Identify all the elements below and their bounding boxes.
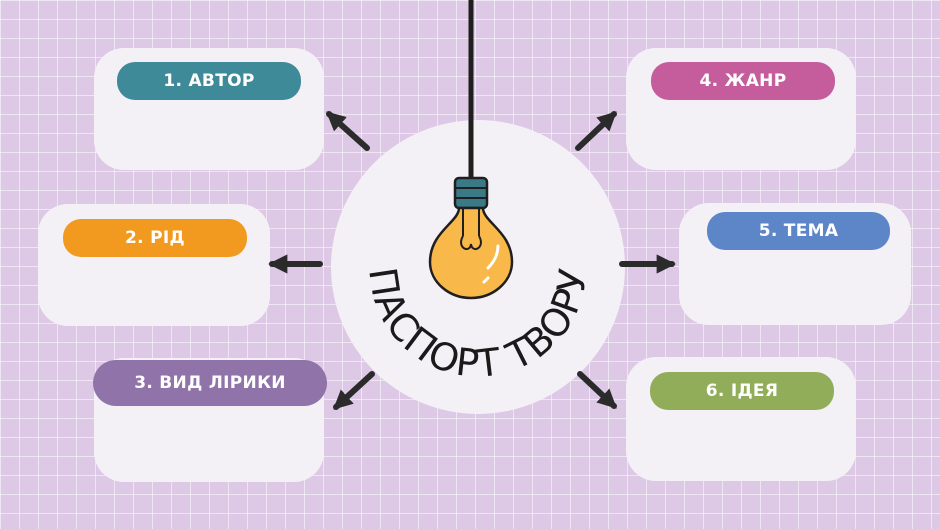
pill-author: 1. АВТОР — [117, 62, 301, 100]
arrow-icon — [577, 371, 617, 409]
lightbulb-icon — [428, 176, 514, 300]
pill-genre: 4. ЖАНР — [651, 62, 835, 100]
pill-lyric-type: 3. ВИД ЛІРИКИ — [93, 360, 327, 406]
pill-theme: 5. ТЕМА — [707, 212, 890, 250]
arrow-icon — [333, 371, 375, 410]
arrow-icon — [575, 111, 617, 151]
pill-idea: 6. ІДЕЯ — [650, 372, 834, 410]
pill-genus: 2. РІД — [63, 219, 247, 257]
arrow-icon — [326, 111, 370, 151]
